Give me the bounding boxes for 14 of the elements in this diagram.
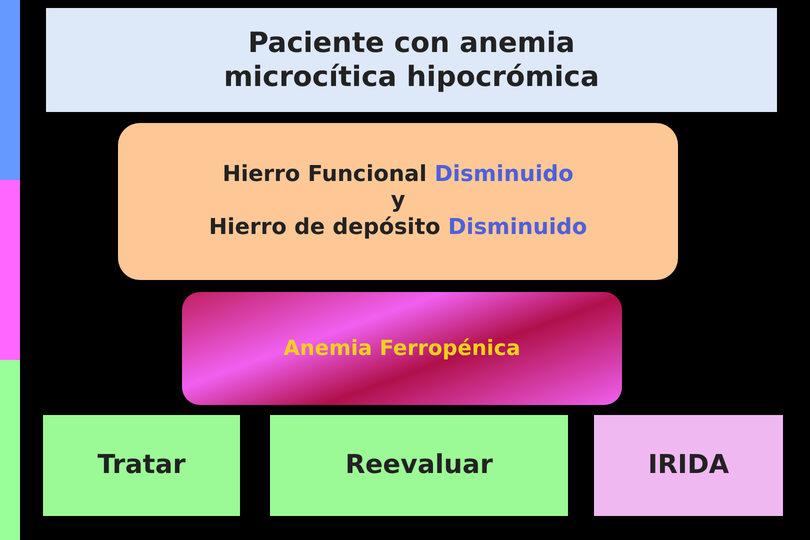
- header-box: [46, 8, 777, 112]
- condition-text: Hierro Funcional Disminuido: [222, 162, 574, 188]
- diagnosis-text: Anemia Ferropénica: [284, 336, 520, 362]
- action-text: IRIDA: [648, 450, 730, 482]
- condition-text: Hierro de depósito Disminuido: [208, 214, 588, 242]
- diagnosis-box: [182, 292, 622, 405]
- heading-text: Paciente con anemia microcítica hipocrómica: [222, 26, 600, 94]
- action-box: [270, 415, 568, 516]
- action-text: Tratar: [97, 450, 186, 482]
- action-box: [594, 415, 783, 516]
- condition-text: y: [390, 188, 406, 215]
- condition-box: [118, 123, 678, 280]
- action-text: Reevaluar: [345, 450, 493, 482]
- action-box: [43, 415, 240, 516]
